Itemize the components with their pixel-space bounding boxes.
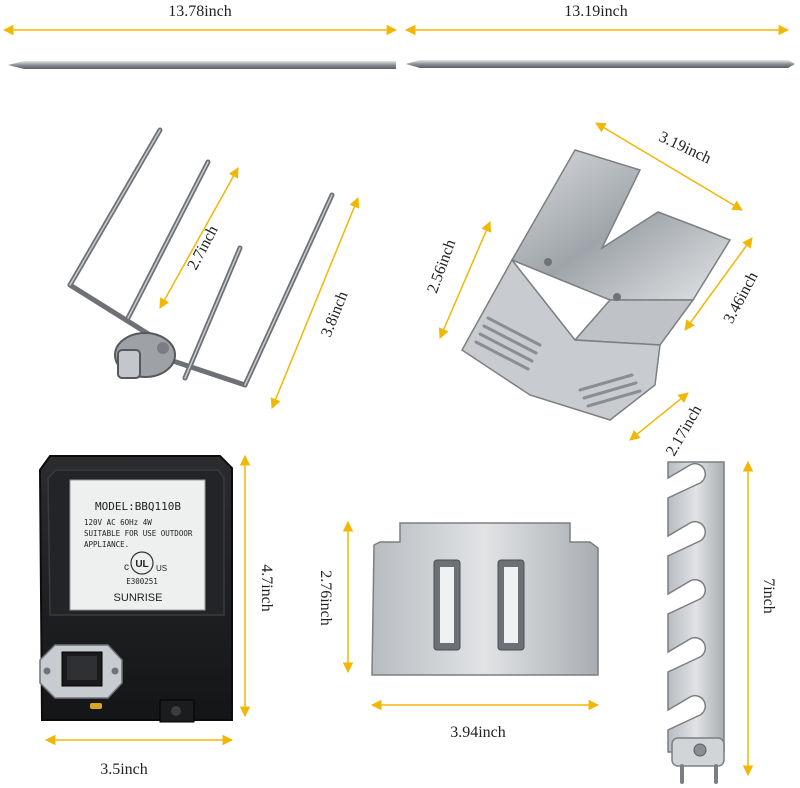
rod-right-length: 13.19inch bbox=[564, 3, 628, 20]
spit-rod-support bbox=[667, 461, 725, 784]
support-height: 7inch bbox=[760, 578, 777, 614]
dimension-line bbox=[438, 221, 492, 339]
dimension-line bbox=[595, 122, 743, 211]
rotisserie-motor-icon: MODEL:BBQ110B 120V AC 6OHz 4W SUITABLE F… bbox=[38, 455, 233, 723]
ul-certification-icon bbox=[130, 551, 154, 575]
motor-model: MODEL:BBQ110B bbox=[95, 500, 181, 513]
bracket-top-width: 3.19inch bbox=[656, 128, 714, 167]
dimension-line bbox=[629, 392, 689, 441]
motor-spec-line2: SUITABLE FOR USE OUTDOOR bbox=[84, 529, 193, 538]
cert-number: E300251 bbox=[126, 577, 158, 586]
fork-inner-length: 2.7inch bbox=[184, 223, 221, 273]
motor-spec-line3: APPLIANCE. bbox=[84, 540, 129, 549]
cert-c: c bbox=[124, 562, 129, 573]
bracket-right-height: 3.46inch bbox=[720, 269, 761, 326]
bracket-left-height: 2.56inch bbox=[424, 237, 459, 295]
motor-mount-bracket bbox=[461, 149, 732, 421]
dimension-line bbox=[159, 167, 239, 309]
power-switch-icon bbox=[39, 644, 123, 699]
motor-width: 3.5inch bbox=[100, 761, 148, 778]
cert-ul: UL bbox=[135, 559, 148, 570]
rod-left-length: 13.78inch bbox=[168, 3, 232, 20]
dimension-line bbox=[270, 197, 360, 409]
motor-spec-line1: 120V AC 6OHz 4W bbox=[84, 518, 152, 527]
fork-outer-length: 3.8inch bbox=[318, 289, 352, 339]
spit-rod-left: 13.78inch bbox=[2, 3, 398, 69]
spit-rod-right: 13.19inch bbox=[404, 3, 795, 68]
dimension-line bbox=[684, 237, 753, 331]
plate-height: 2.76inch bbox=[317, 570, 334, 626]
mounting-plate bbox=[371, 522, 599, 676]
motor-brand: SUNRISE bbox=[114, 592, 163, 604]
plate-width: 3.94inch bbox=[450, 724, 506, 741]
bracket-bottom-width: 2.17inch bbox=[663, 402, 705, 459]
motor-height: 4.7inch bbox=[258, 564, 275, 612]
motor-label-plate bbox=[69, 479, 206, 611]
cert-us: US bbox=[156, 564, 167, 573]
